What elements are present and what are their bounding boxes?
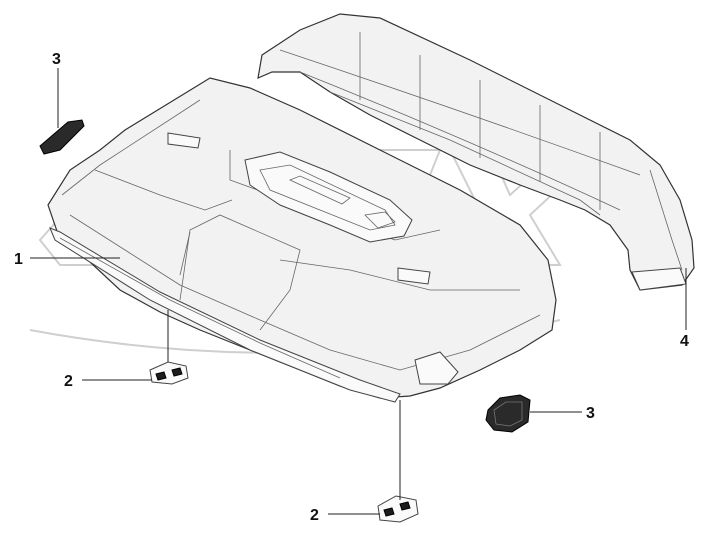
pad-part-3-right (485, 394, 531, 433)
callout-labels: 3 1 2 2 3 4 (14, 51, 689, 524)
callout-3-right: 3 (586, 405, 595, 422)
clip-part-2-bottom (377, 495, 419, 523)
callout-2-left: 2 (64, 373, 73, 390)
callout-2-bottom: 2 (310, 507, 319, 524)
callout-4: 4 (680, 333, 689, 350)
clip-part-2-left (149, 361, 189, 385)
pad-part-3-left (39, 119, 85, 155)
callout-1: 1 (14, 251, 23, 268)
leader-lines (30, 68, 687, 515)
callout-3-top: 3 (52, 51, 61, 68)
headliner-panel (47, 77, 557, 403)
rear-curved-panel (257, 13, 695, 291)
